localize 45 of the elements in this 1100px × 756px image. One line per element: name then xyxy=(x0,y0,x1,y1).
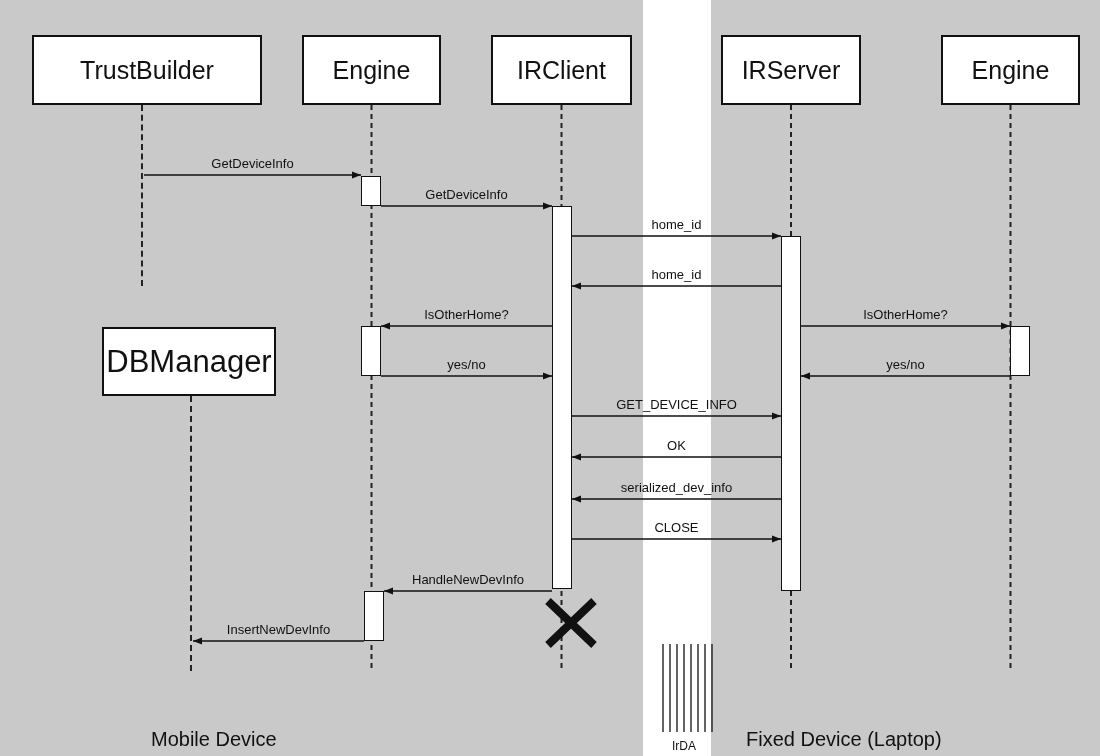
message-label: home_id xyxy=(651,267,702,282)
message-arrow xyxy=(571,412,782,420)
message-label: GetDeviceInfo xyxy=(425,187,508,202)
message-arrow xyxy=(571,282,782,290)
lifeline-head: DBManager xyxy=(102,327,276,396)
panel-title: Mobile Device xyxy=(151,728,277,751)
message-label: GetDeviceInfo xyxy=(211,156,294,171)
activation-bar xyxy=(781,236,801,591)
lifeline-head: IRServer xyxy=(721,35,861,105)
message-arrow xyxy=(571,535,782,543)
message-arrow xyxy=(143,171,362,179)
lifeline-head: IRClient xyxy=(491,35,632,105)
message-arrow xyxy=(571,232,782,240)
message-label: yes/no xyxy=(447,357,486,372)
message-label: IsOtherHome? xyxy=(424,307,509,322)
lifeline xyxy=(190,396,193,671)
message-label: GET_DEVICE_INFO xyxy=(616,397,737,412)
message-label: OK xyxy=(667,438,686,453)
message-label: CLOSE xyxy=(654,520,699,535)
link-label: IrDA xyxy=(672,739,696,753)
message-arrow xyxy=(571,495,782,503)
message-label: yes/no xyxy=(886,357,925,372)
lifeline-head: Engine xyxy=(941,35,1080,105)
message-arrow xyxy=(380,372,553,380)
message-arrow xyxy=(800,372,1011,380)
activation-bar xyxy=(361,326,381,376)
lifeline xyxy=(141,105,144,286)
message-label: IsOtherHome? xyxy=(863,307,948,322)
message-arrow xyxy=(380,322,553,330)
activation-bar xyxy=(361,176,381,206)
message-arrow xyxy=(800,322,1011,330)
activation-bar xyxy=(364,591,384,641)
message-arrow xyxy=(571,453,782,461)
activation-bar xyxy=(1010,326,1030,376)
message-label: home_id xyxy=(651,217,702,232)
lifeline-head: TrustBuilder xyxy=(32,35,262,105)
message-arrow xyxy=(192,637,365,645)
panel-title: Fixed Device (Laptop) xyxy=(746,728,942,751)
message-label: HandleNewDevInfo xyxy=(412,572,524,587)
message-arrow xyxy=(383,587,553,595)
activation-bar xyxy=(552,206,572,589)
message-arrow xyxy=(380,202,553,210)
message-label: InsertNewDevInfo xyxy=(226,622,331,637)
message-label: serialized_dev_info xyxy=(620,480,733,495)
lifeline-head: Engine xyxy=(302,35,441,105)
